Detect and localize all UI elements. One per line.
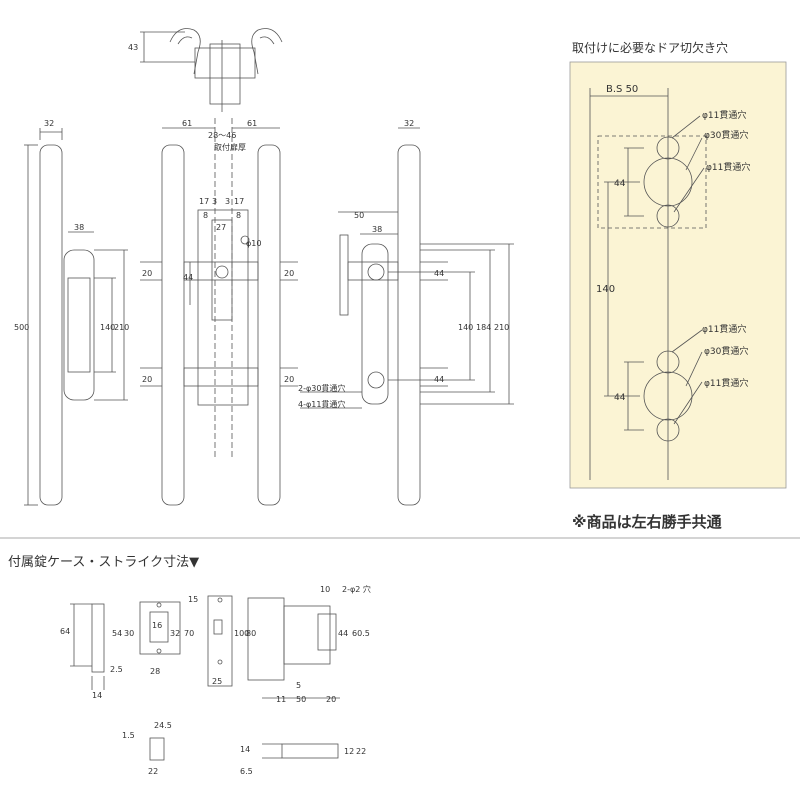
callout-4-phi11: 4-φ11貫通穴: [298, 399, 345, 409]
dim-500: 500: [14, 323, 29, 332]
c-dim-10: 10: [320, 585, 330, 594]
hole-30-top: φ30貫通穴: [704, 129, 748, 141]
dim-44-front: 44: [183, 273, 193, 282]
bs-50-label: B.S 50: [606, 84, 638, 95]
c-dim-50: 50: [296, 695, 306, 704]
c-dim-15: 15: [188, 595, 198, 604]
dim-32-left: 32: [44, 119, 54, 128]
section-title-lock-case: 付属錠ケース・ストライク寸法▼: [8, 555, 199, 570]
dim-140-right: 140: [458, 323, 473, 332]
c-dim-25: 25: [212, 677, 222, 686]
c-dim-14-b: 14: [240, 745, 250, 754]
dim-3-left: 3: [212, 197, 217, 206]
dim-210-right: 210: [494, 323, 509, 332]
dim-20-b: 20: [142, 375, 152, 384]
c-dim-14: 14: [92, 691, 102, 700]
dim-210-left: 210: [114, 323, 129, 332]
dim-43: 43: [128, 43, 138, 52]
c-dim-6-5: 6.5: [240, 767, 253, 776]
c-dim-44: 44: [338, 629, 348, 638]
dim-61-right: 61: [247, 119, 257, 128]
dim-44-side-bottom: 44: [434, 375, 444, 384]
c-dim-5: 5: [296, 681, 301, 690]
dim-phi10: φ10: [246, 239, 261, 248]
c-dim-30: 30: [124, 629, 134, 638]
dim-3-right: 3: [225, 197, 230, 206]
dim-8-left: 8: [203, 211, 208, 220]
c-dim-80: 80: [246, 629, 256, 638]
hole-11-bottom-1: φ11貫通穴: [702, 323, 746, 335]
top-view-levers: [140, 28, 283, 112]
c-dim-28: 28: [150, 667, 160, 676]
dim-44-side-top: 44: [434, 269, 444, 278]
dim-50-side: 50: [354, 211, 364, 220]
c-dim-100: 100: [234, 629, 249, 638]
dim-20-a: 20: [142, 269, 152, 278]
cutout-panel: [569, 61, 787, 489]
cutout-dim-44-top: 44: [614, 179, 626, 189]
dim-184: 184: [476, 323, 491, 332]
c-dim-54: 54: [112, 629, 122, 638]
c-dim-70: 70: [184, 629, 194, 638]
cutout-dim-44-bottom: 44: [614, 393, 626, 403]
dim-20-c: 20: [284, 269, 294, 278]
cutout-dim-140: 140: [596, 284, 615, 295]
lock-case-strike-drawings: [70, 595, 340, 761]
c-dim-32: 32: [170, 629, 180, 638]
right-side-view: [300, 127, 514, 506]
dim-17-left: 17: [199, 197, 209, 206]
dim-61-left: 61: [182, 119, 192, 128]
dim-20-d: 20: [284, 375, 294, 384]
c-dim-22-strike: 22: [148, 767, 158, 776]
callout-2-phi30: 2-φ30貫通穴: [298, 383, 345, 393]
c-dim-2-5: 2.5: [110, 665, 123, 674]
compatibility-note: ※商品は左右勝手共通: [572, 513, 722, 531]
hole-11-bottom-2: φ11貫通穴: [704, 377, 748, 389]
c-dim-20: 20: [326, 695, 336, 704]
left-side-view: [24, 128, 128, 506]
hole-30-bottom: φ30貫通穴: [704, 345, 748, 357]
c-dim-60-5: 60.5: [352, 629, 370, 638]
dim-140-left: 140: [100, 323, 115, 332]
front-view: [140, 118, 298, 506]
c-dim-64: 64: [60, 627, 70, 636]
mount-thickness-label: 取付扉厚: [214, 142, 246, 152]
dim-28-46: 28～46: [208, 131, 236, 140]
c-dim-11: 11: [276, 695, 286, 704]
dim-32-right: 32: [404, 119, 414, 128]
c-hole-2-phi2: 2-φ2 穴: [342, 584, 371, 594]
c-dim-24-5: 24.5: [154, 721, 172, 730]
c-dim-22-side: 22: [356, 747, 366, 756]
dim-8-right: 8: [236, 211, 241, 220]
dim-38-right: 38: [372, 225, 382, 234]
dim-27: 27: [216, 223, 226, 232]
c-dim-1-5: 1.5: [122, 731, 135, 740]
dim-38-left: 38: [74, 223, 84, 232]
hole-11-top-2: φ11貫通穴: [706, 161, 750, 173]
cutout-panel-title: 取付けに必要なドア切欠き穴: [572, 40, 728, 55]
c-dim-12: 12: [344, 747, 354, 756]
dim-17-right: 17: [234, 197, 244, 206]
c-dim-16: 16: [152, 621, 162, 630]
hole-11-top-1: φ11貫通穴: [702, 109, 746, 121]
